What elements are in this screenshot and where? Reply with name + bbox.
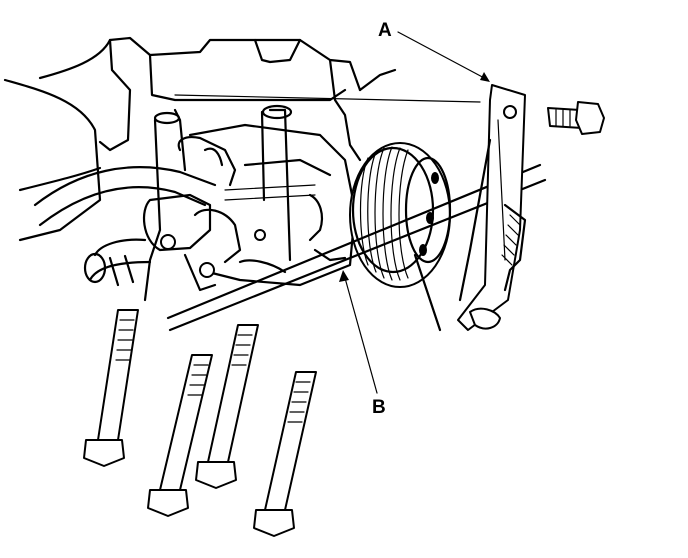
mounting-bolt-2 — [147, 354, 213, 517]
callout-b: B — [339, 270, 386, 418]
callout-a: A — [378, 20, 490, 82]
mounting-bolt-3 — [195, 324, 259, 489]
callout-a-label: A — [378, 20, 392, 41]
callout-b-label: B — [372, 397, 386, 418]
engine-block — [3, 36, 481, 302]
refrigerant-hose — [33, 166, 217, 287]
mounting-bolt-4 — [253, 371, 317, 537]
mounting-bolt-1 — [83, 309, 139, 467]
drive-belt — [166, 163, 547, 332]
bracket-bolt — [547, 101, 605, 135]
compressor-body — [143, 123, 357, 292]
compressor-bracket — [457, 84, 527, 331]
compressor-pulley — [349, 142, 452, 332]
